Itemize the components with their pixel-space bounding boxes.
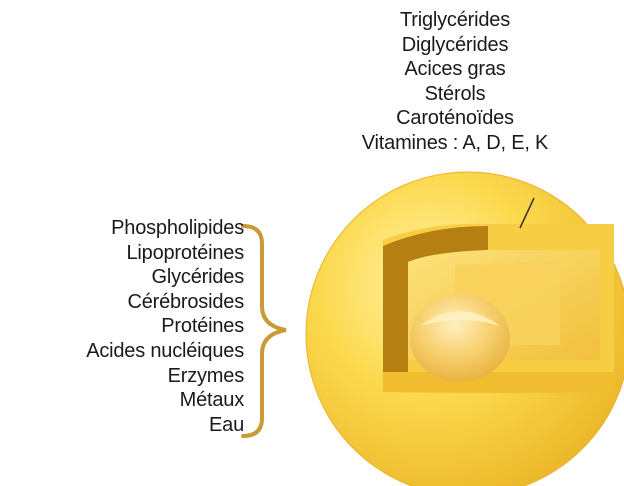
membrane-component-list: Phospholipides Lipoprotéines Glycérides … <box>0 216 244 437</box>
membrane-item: Lipoprotéines <box>0 241 244 266</box>
membrane-item: Glycérides <box>0 265 244 290</box>
cutaway-section <box>383 224 614 393</box>
top-component-list: Triglycérides Diglycérides Acices gras S… <box>300 8 610 156</box>
membrane-item: Protéines <box>0 314 244 339</box>
curly-brace <box>243 226 286 436</box>
top-item: Caroténoïdes <box>300 106 610 131</box>
membrane-item: Acides nucléiques <box>0 339 244 364</box>
top-item: Acices gras <box>300 57 610 82</box>
membrane-item: Métaux <box>0 388 244 413</box>
top-item: Triglycérides <box>300 8 610 33</box>
membrane-item: Erzymes <box>0 364 244 389</box>
top-item: Vitamines : A, D, E, K <box>300 131 610 156</box>
membrane-item: Cérébrosides <box>0 290 244 315</box>
top-item: Stérols <box>300 82 610 107</box>
core <box>410 294 510 382</box>
membrane-item: Phospholipides <box>0 216 244 241</box>
top-item: Diglycérides <box>300 33 610 58</box>
membrane-item: Eau <box>0 413 244 438</box>
